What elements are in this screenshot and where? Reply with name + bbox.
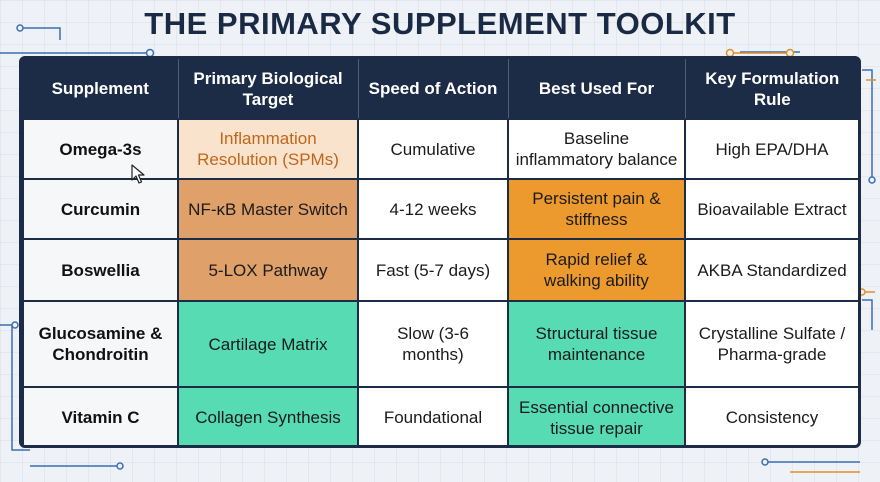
supplement-table-frame: Supplement Primary Biological Target Spe… xyxy=(19,56,861,448)
supplement-cell: Glucosamine & Chondroitin xyxy=(22,300,179,388)
column-header-best-used-for: Best Used For xyxy=(508,59,686,119)
speed-cell: Cumulative xyxy=(357,118,509,180)
column-header-speed-of-action: Speed of Action xyxy=(358,59,509,119)
page-title: THE PRIMARY SUPPLEMENT TOOLKIT xyxy=(144,6,736,41)
best-use-cell: Rapid relief & walking ability xyxy=(507,238,686,302)
speed-cell: Slow (3-6 months) xyxy=(357,300,509,388)
speed-cell: Fast (5-7 days) xyxy=(357,238,509,302)
table-row: Omega-3s Inflammation Resolution (SPMs) … xyxy=(22,118,858,180)
table-row: Vitamin C Collagen Synthesis Foundationa… xyxy=(22,386,858,445)
header-row: Supplement Primary Biological Target Spe… xyxy=(23,59,858,119)
best-use-cell: Structural tissue maintenance xyxy=(507,300,686,388)
supplement-table: Supplement Primary Biological Target Spe… xyxy=(22,59,858,445)
supplement-cell: Vitamin C xyxy=(22,386,179,445)
mouse-cursor-icon xyxy=(131,164,145,184)
table-row: Boswellia 5-LOX Pathway Fast (5-7 days) … xyxy=(22,238,858,302)
speed-cell: 4-12 weeks xyxy=(357,178,509,240)
target-cell: Cartilage Matrix xyxy=(177,300,359,388)
formulation-cell: Crystalline Sulfate / Pharma-grade xyxy=(684,300,858,388)
table-row: Curcumin NF-κB Master Switch 4-12 weeks … xyxy=(22,178,858,240)
table-row: Glucosamine & Chondroitin Cartilage Matr… xyxy=(22,300,858,388)
best-use-cell: Baseline inflammatory balance xyxy=(507,118,686,180)
supplement-cell: Curcumin xyxy=(22,178,179,240)
column-header-key-formulation-rule: Key Formulation Rule xyxy=(685,59,858,119)
best-use-cell: Persistent pain & stiffness xyxy=(507,178,686,240)
supplement-cell: Boswellia xyxy=(22,238,179,302)
formulation-cell: Bioavailable Extract xyxy=(684,178,858,240)
target-cell: Collagen Synthesis xyxy=(177,386,359,445)
formulation-cell: Consistency xyxy=(684,386,858,445)
column-header-primary-target: Primary Biological Target xyxy=(178,59,359,119)
speed-cell: Foundational xyxy=(357,386,509,445)
formulation-cell: High EPA/DHA xyxy=(684,118,858,180)
supplement-cell: Omega-3s xyxy=(22,118,179,180)
column-header-supplement: Supplement xyxy=(23,59,179,119)
target-cell: NF-κB Master Switch xyxy=(177,178,359,240)
best-use-cell: Essential connective tissue repair xyxy=(507,386,686,445)
target-cell: Inflammation Resolution (SPMs) xyxy=(177,118,359,180)
target-cell: 5-LOX Pathway xyxy=(177,238,359,302)
formulation-cell: AKBA Standardized xyxy=(684,238,858,302)
